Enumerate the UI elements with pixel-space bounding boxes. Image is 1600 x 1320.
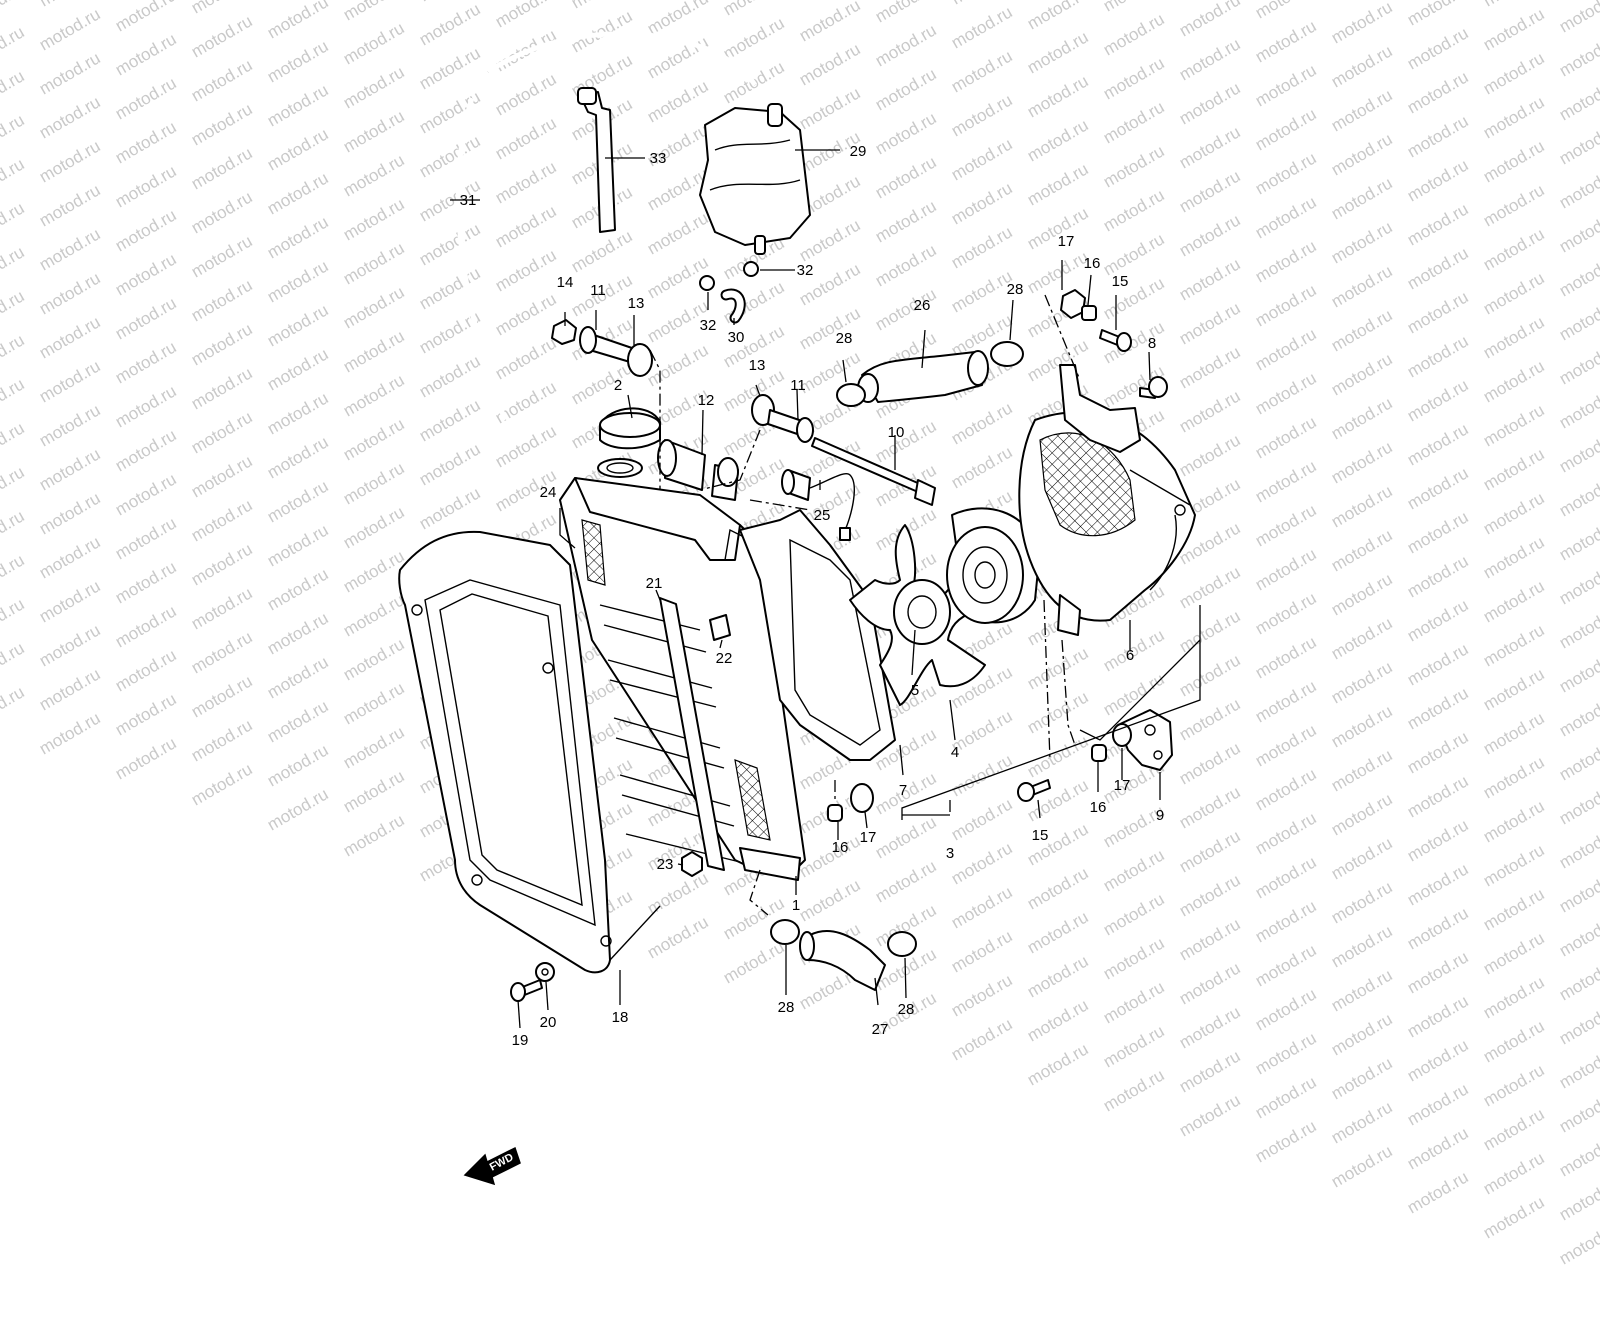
- callout-11: 11: [590, 282, 606, 299]
- callout-28: 28: [836, 330, 853, 347]
- callout-26: 26: [914, 297, 931, 314]
- callout-18: 18: [612, 1009, 629, 1026]
- callout-28: 28: [778, 999, 795, 1016]
- callout-14: 14: [557, 274, 574, 291]
- callout-3: 3: [946, 845, 954, 862]
- callout-32: 32: [700, 317, 717, 334]
- watermark-text: motod.ru: [1556, 1218, 1600, 1269]
- small-hardware-lower: [681, 614, 731, 877]
- filler-neck: [657, 439, 739, 501]
- callout-20: 20: [540, 1014, 557, 1031]
- shroud-bracket: [1017, 709, 1173, 802]
- reservoir-tank: [699, 103, 811, 255]
- callout-19: 19: [512, 1032, 529, 1049]
- radiator-cap: [599, 407, 661, 450]
- callout-16: 16: [1090, 799, 1107, 816]
- callout-32: 32: [797, 262, 814, 279]
- callout-4: 4: [951, 744, 959, 761]
- fan-shroud-inner: [739, 509, 896, 761]
- callout-5: 5: [911, 682, 919, 699]
- callout-9: 9: [1156, 807, 1164, 824]
- callout-17: 17: [1058, 233, 1075, 250]
- callout-24: 24: [540, 484, 557, 501]
- callout-25: 25: [814, 507, 831, 524]
- grommet-lower: [827, 783, 874, 822]
- callout-13: 13: [628, 295, 645, 312]
- long-bolt: [811, 437, 936, 506]
- reservoir-strap: [577, 87, 616, 233]
- callout-28: 28: [1007, 281, 1024, 298]
- upper-hose: [836, 341, 1024, 407]
- exploded-view: FWD: [398, 31, 1201, 1186]
- watermark-text: motod.ru: [1480, 1192, 1548, 1243]
- leader-lines: [450, 149, 1201, 1029]
- callout-17: 17: [1114, 777, 1131, 794]
- radiator-cover: [398, 530, 661, 974]
- callout-22: 22: [716, 650, 733, 667]
- callout-23: 23: [657, 856, 674, 873]
- lower-hose: [770, 919, 917, 991]
- mount-hardware-upper: [551, 319, 814, 443]
- callout-2: 2: [614, 377, 622, 394]
- callout-16: 16: [1084, 255, 1101, 272]
- radiator-core: [559, 458, 806, 881]
- callout-6: 6: [1126, 647, 1134, 664]
- forward-arrow: FWD: [463, 1146, 521, 1186]
- callout-12: 12: [698, 392, 715, 409]
- callout-15: 15: [1112, 273, 1129, 290]
- fan-motor: [946, 507, 1041, 624]
- callout-27: 27: [872, 1021, 889, 1038]
- callout-28: 28: [898, 1001, 915, 1018]
- shroud-hardware-upper: [1060, 289, 1168, 399]
- callout-30: 30: [728, 329, 745, 346]
- callout-1: 1: [792, 897, 800, 914]
- callout-29: 29: [850, 143, 867, 160]
- callout-21: 21: [646, 575, 663, 592]
- fan-shroud: [1018, 364, 1196, 636]
- callout-11: 11: [790, 377, 806, 394]
- callout-33: 33: [650, 150, 667, 167]
- thermo-switch: [781, 469, 855, 541]
- callout-16: 16: [832, 839, 849, 856]
- callout-31: 31: [460, 192, 477, 209]
- callout-17: 17: [860, 829, 877, 846]
- assembly-lines: [649, 294, 1081, 916]
- hose-clips-small: [699, 261, 759, 324]
- callout-10: 10: [888, 424, 905, 441]
- callout-7: 7: [899, 782, 907, 799]
- overflow-hose: [455, 31, 758, 421]
- callout-8: 8: [1148, 335, 1156, 352]
- callout-13: 13: [749, 357, 766, 374]
- callout-15: 15: [1032, 827, 1049, 844]
